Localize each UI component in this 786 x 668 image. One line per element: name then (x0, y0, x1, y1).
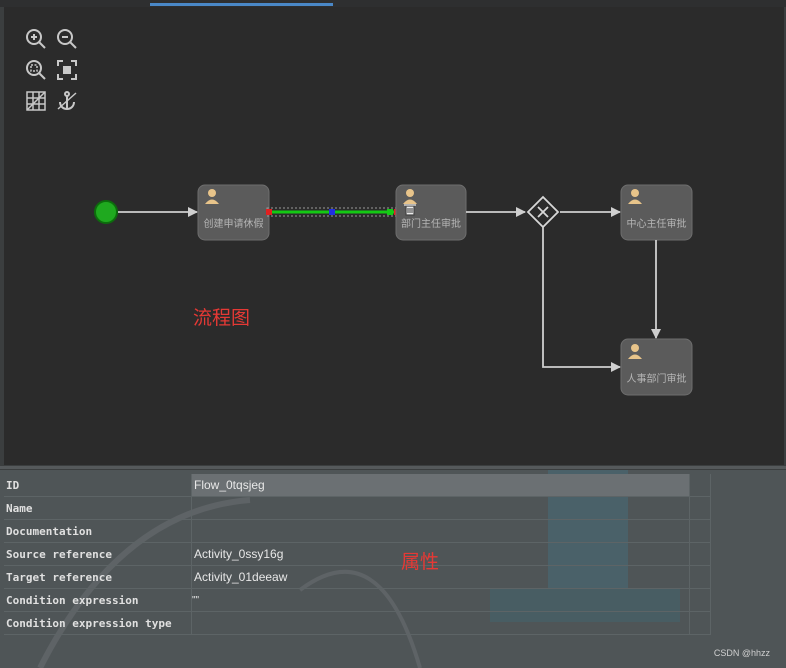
table-row: Condition expression type (4, 611, 711, 635)
sequence-flow-gateway-hr[interactable] (542, 227, 621, 372)
table-row: Source reference Activity_0ssy16g (4, 542, 711, 566)
diagram-annotation: 流程图 (193, 307, 251, 329)
task-label: 中心主任审批 (626, 219, 687, 230)
property-value-id[interactable]: Flow_0tqsjeg (191, 474, 690, 497)
property-name: Target reference (4, 565, 192, 589)
task-label: 创建申请休假 (203, 219, 264, 230)
table-row: ID Flow_0tqsjeg (4, 474, 711, 497)
table-cell (689, 519, 711, 543)
property-name: Condition expression (4, 588, 192, 612)
user-icon (628, 189, 642, 204)
panel-divider[interactable] (0, 466, 786, 469)
property-value-condition-expression[interactable]: "" (191, 588, 690, 612)
focus-icon[interactable] (55, 58, 79, 82)
top-bar (0, 0, 786, 7)
property-value-source-reference[interactable]: Activity_0ssy16g (191, 542, 690, 566)
zoom-out-icon[interactable] (55, 27, 79, 51)
diagram-svg (94, 184, 693, 396)
zoom-in-icon[interactable] (24, 27, 48, 51)
user-icon (628, 344, 642, 359)
table-cell (689, 542, 711, 566)
sequence-flow-selected[interactable] (266, 207, 400, 217)
watermark: CSDN @hhzz (713, 648, 770, 658)
diagram-canvas[interactable]: 创建申请休假 部门主任审批 中心主任审批 人事部门审批 流程图 (4, 7, 784, 465)
table-row: Documentation (4, 519, 711, 543)
property-name: Condition expression type (4, 611, 192, 635)
start-event[interactable] (94, 200, 118, 224)
table-cell (689, 588, 711, 612)
property-value-documentation[interactable] (191, 519, 690, 543)
table-cell (689, 565, 711, 589)
property-name: Name (4, 496, 192, 520)
table-row: Name (4, 496, 711, 520)
user-icon (205, 189, 219, 204)
properties-table: ID Flow_0tqsjeg Name Documentation Sourc… (4, 474, 711, 635)
task-hr[interactable] (620, 338, 693, 396)
table-row: Target reference Activity_01deeaw (4, 565, 711, 589)
user-icon (403, 189, 417, 204)
property-name: Source reference (4, 542, 192, 566)
table-cell (689, 611, 711, 635)
exclusive-gateway[interactable] (526, 195, 560, 229)
properties-panel: ID Flow_0tqsjeg Name Documentation Sourc… (0, 470, 786, 668)
table-row: Condition expression "" (4, 588, 711, 612)
property-name: ID (4, 474, 192, 497)
properties-annotation: 属性 (401, 551, 440, 573)
task-label: 部门主任审批 (401, 219, 461, 230)
active-tab-indicator (150, 3, 333, 6)
property-value-name[interactable] (191, 496, 690, 520)
grid-icon[interactable] (24, 89, 48, 113)
table-cell (689, 474, 711, 497)
zoom-fit-icon[interactable] (24, 58, 48, 82)
property-value-condition-expression-type[interactable] (191, 611, 690, 635)
property-value-target-reference[interactable]: Activity_01deeaw (191, 565, 690, 589)
property-name: Documentation (4, 519, 192, 543)
anchor-icon[interactable] (55, 89, 79, 113)
task-label: 人事部门审批 (626, 374, 687, 385)
table-cell (689, 496, 711, 520)
trash-icon[interactable] (404, 204, 416, 216)
